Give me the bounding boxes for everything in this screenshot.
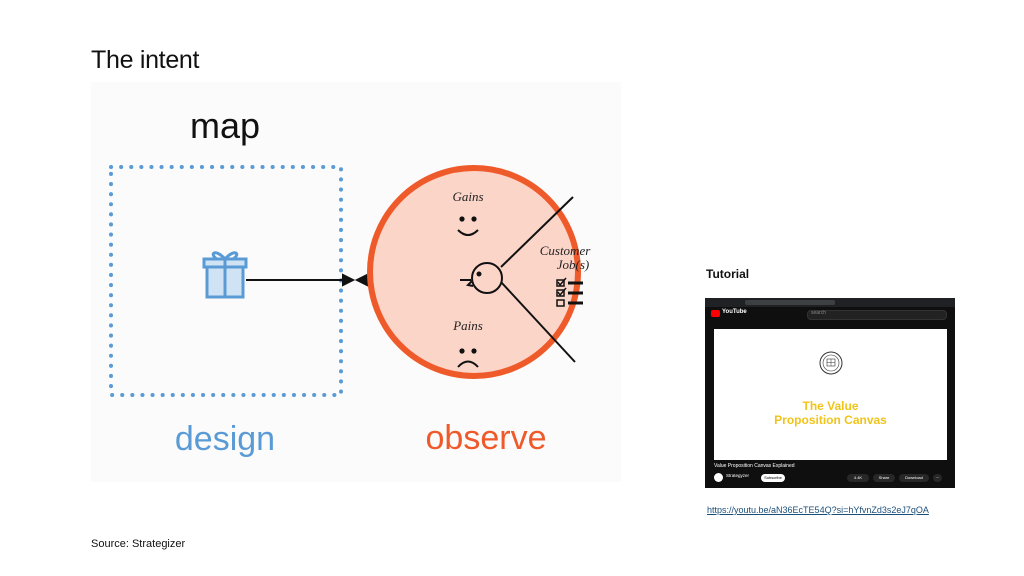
tutorial-label: Tutorial: [706, 267, 750, 281]
browser-url-text: [745, 300, 835, 305]
share-button: Share: [873, 474, 895, 482]
subscribe-button: Subscribe: [761, 474, 785, 482]
diagram-heading: map: [190, 105, 260, 146]
jobs-label-line1: Customer: [540, 243, 592, 258]
value-proposition-diagram: map: [91, 82, 621, 482]
gift-icon: [202, 251, 248, 299]
source-note: Source: Strategizer: [91, 538, 186, 550]
tutorial-video-thumbnail[interactable]: YouTube search The Value Proposition Can…: [705, 298, 955, 488]
gains-label: Gains: [452, 189, 483, 204]
customer-head-icon: [465, 262, 503, 294]
tutorial-link[interactable]: https://youtu.be/aN36EcTE54Q?si=hYfvnZd3…: [707, 505, 929, 515]
observe-label: observe: [426, 419, 547, 457]
design-label: design: [175, 420, 275, 458]
diagram-canvas: map: [109, 105, 592, 458]
more-options-button: ⋯: [933, 474, 942, 482]
segment-dividers: [460, 196, 576, 363]
smiley-face-icon: [457, 216, 479, 236]
youtube-logo-text: YouTube: [722, 309, 747, 315]
pains-label: Pains: [452, 318, 483, 333]
youtube-search-box: [807, 310, 947, 320]
jobs-label-line2: Job(s): [557, 257, 590, 272]
like-button: 4.4K: [847, 474, 869, 482]
download-button: Download: [899, 474, 929, 482]
video-title-text: The Value Proposition Canvas: [714, 399, 947, 427]
video-title-line1: The Value: [802, 399, 859, 413]
youtube-search-text: search: [811, 310, 827, 316]
channel-avatar: [714, 473, 723, 482]
slide-title: The intent: [91, 46, 200, 74]
video-frame: The Value Proposition Canvas: [714, 329, 947, 460]
youtube-logo-icon: [711, 310, 720, 317]
video-caption: Value Proposition Canvas Explained: [714, 463, 795, 469]
academy-seal-icon: [819, 351, 843, 375]
channel-name: Strategyzer: [726, 473, 750, 478]
video-title-line2: Proposition Canvas: [774, 413, 887, 427]
frown-face-icon: [457, 348, 479, 368]
checklist-icon: [556, 277, 583, 307]
